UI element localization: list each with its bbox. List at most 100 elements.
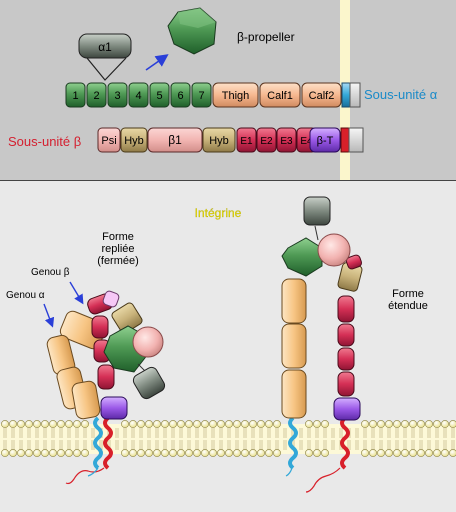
beta-subunit-bar: Psi Hyb β1 Hyb E1 E2 E3 E4 β-T — [97, 127, 364, 153]
lipid-head — [369, 420, 377, 428]
svg-text:Calf1: Calf1 — [267, 90, 293, 102]
calf1-domain: Calf1 — [259, 82, 301, 108]
svg-text:Psi: Psi — [101, 135, 116, 147]
hybrid-domain-left: Hyb — [120, 127, 148, 153]
lipid-head — [417, 420, 425, 428]
extended-psi — [345, 254, 363, 270]
svg-text:Hyb: Hyb — [124, 135, 144, 147]
lipid-head — [217, 449, 225, 457]
lipid-head — [265, 449, 273, 457]
lipid-head — [305, 420, 313, 428]
svg-text:7: 7 — [198, 90, 204, 102]
lipid-head — [193, 449, 201, 457]
lipid-head — [409, 420, 417, 428]
lipid-head — [65, 449, 73, 457]
lipid-head — [241, 420, 249, 428]
lipid-head — [273, 449, 281, 457]
lipid-head — [153, 420, 161, 428]
extended-alpha-helix — [288, 416, 298, 470]
alpha-subunit-label: Sous-unité α — [364, 87, 438, 102]
folded-alpha-helix — [93, 416, 103, 470]
extended-egf-2 — [337, 323, 355, 347]
extended-calf2 — [281, 369, 307, 419]
lipid-head — [121, 449, 129, 457]
extended-beta1 — [317, 233, 351, 267]
lipid-head — [129, 449, 137, 457]
lipid-head — [385, 420, 393, 428]
folded-psi — [102, 290, 120, 308]
svg-text:E4: E4 — [300, 136, 313, 147]
alpha1-domain: α1 — [78, 33, 132, 59]
hybrid-domain-right: Hyb — [202, 127, 236, 153]
lipid-head — [273, 420, 281, 428]
extended-integrin — [281, 196, 363, 493]
lipid-head — [9, 420, 17, 428]
beta-cytoplasmic-tail — [348, 127, 364, 153]
lipid-head — [185, 449, 193, 457]
lipid-head — [217, 420, 225, 428]
lipid-head — [73, 449, 81, 457]
lipid-head — [201, 449, 209, 457]
svg-text:2: 2 — [93, 90, 99, 102]
folded-form-label: Forme repliée (fermée) — [97, 231, 139, 267]
lipid-head — [17, 420, 25, 428]
lipid-head — [313, 449, 321, 457]
svg-text:Forme: Forme — [102, 231, 134, 243]
folded-calf2 — [71, 380, 101, 420]
folded-beta-tail — [100, 396, 128, 420]
lipid-head — [433, 449, 441, 457]
extended-propeller — [281, 237, 323, 277]
lipid-head — [73, 420, 81, 428]
lipid-head — [57, 420, 65, 428]
lipid-head — [233, 420, 241, 428]
extended-beta-tail — [333, 397, 361, 421]
svg-text:E2: E2 — [260, 136, 273, 147]
lipid-head — [441, 420, 449, 428]
lipid-head — [153, 449, 161, 457]
lipid-head — [1, 449, 9, 457]
alpha-domain-7: 7 — [191, 82, 212, 108]
lipid-head — [33, 449, 41, 457]
lipid-head — [57, 449, 65, 457]
alpha-cytoplasmic-tail — [349, 82, 361, 108]
svg-text:3: 3 — [114, 90, 120, 102]
alpha-domain-2: 2 — [86, 82, 107, 108]
lipid-head — [441, 449, 449, 457]
lipid-head — [65, 420, 73, 428]
svg-text:étendue: étendue — [388, 300, 428, 312]
lipid-head — [25, 449, 33, 457]
folded-egf-4 — [97, 364, 115, 390]
lipid-head — [169, 420, 177, 428]
lipid-head — [145, 420, 153, 428]
extended-alpha1 — [303, 196, 331, 226]
lipid-head — [169, 449, 177, 457]
lipid-head — [81, 449, 89, 457]
knee-alpha-label: Genou α — [6, 290, 45, 301]
lipid-head — [177, 449, 185, 457]
bottom-panel-background — [0, 181, 456, 512]
lipid-head — [401, 420, 409, 428]
lipid-head — [33, 420, 41, 428]
lipid-head — [401, 449, 409, 457]
svg-text:6: 6 — [177, 90, 183, 102]
knee-beta-arrow — [69, 281, 84, 305]
lipid-head — [321, 449, 329, 457]
svg-text:Forme: Forme — [392, 288, 424, 300]
extended-thigh — [281, 278, 307, 324]
lipid-head — [369, 449, 377, 457]
folded-egf-2 — [91, 315, 109, 339]
lipid-head — [249, 420, 257, 428]
lipid-head — [361, 420, 369, 428]
thigh-domain: Thigh — [212, 82, 259, 108]
lipid-head — [417, 449, 425, 457]
beta-propeller-icon — [167, 7, 217, 55]
lipid-head — [233, 449, 241, 457]
lipid-head — [425, 420, 433, 428]
alpha-domain-3: 3 — [107, 82, 128, 108]
lipid-head — [361, 449, 369, 457]
extended-beta-helix — [340, 416, 350, 470]
lipid-head — [305, 449, 313, 457]
extended-alpha-tail-line — [285, 467, 293, 477]
svg-text:β1: β1 — [168, 133, 182, 147]
lipid-head — [241, 449, 249, 457]
